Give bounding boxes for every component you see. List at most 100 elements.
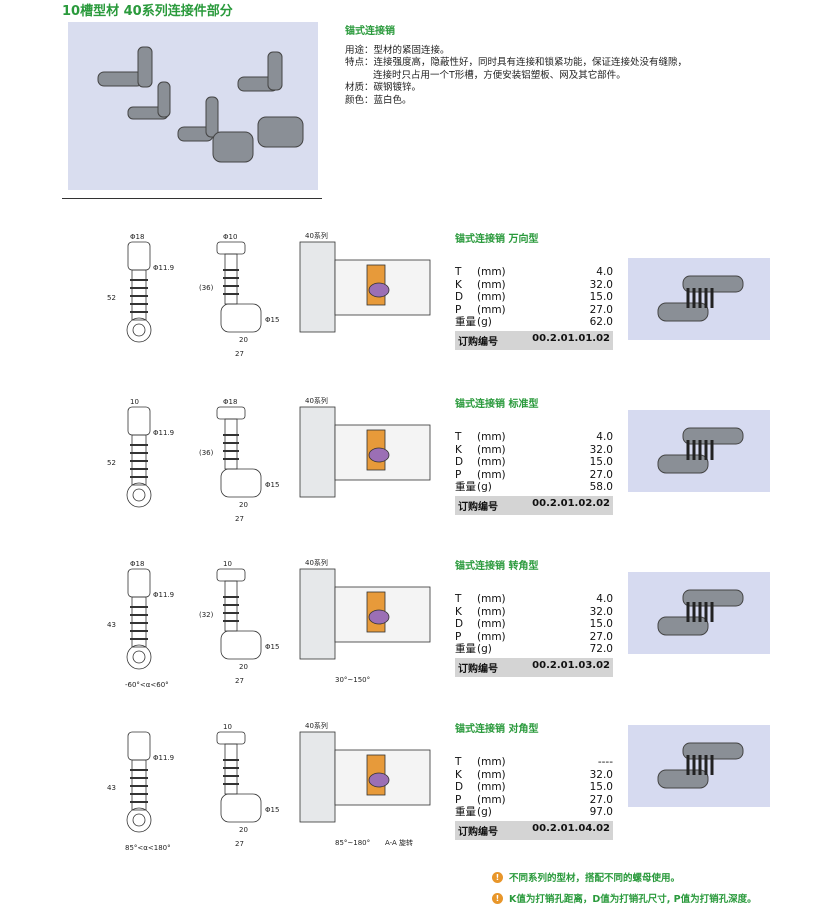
- spec-row: P(mm)27.0: [455, 469, 613, 482]
- side-view-drawing: Φ18 (36) Φ15 20 27: [199, 398, 279, 523]
- front-view-drawing: Φ18 Φ11.9 43 -60°<α<60°: [107, 560, 174, 689]
- note-text: K值为打销孔距离，D值为打销孔尺寸, P值为打销孔深度。: [509, 894, 757, 905]
- product-photo: [628, 410, 770, 492]
- dim-label: 10: [223, 560, 232, 568]
- spec-key: 重量: [455, 806, 476, 818]
- dim-label: Φ18: [130, 233, 144, 241]
- material-text: 材质：碳钢镀锌。: [345, 82, 422, 93]
- spec-unit: (mm): [477, 431, 506, 443]
- spec-value: 4.0: [596, 593, 613, 605]
- product-section: Φ11.9 43 85°<α<180° 10 Φ15 20 27 40系列 85…: [0, 720, 840, 880]
- note-1: !不同系列的型材，搭配不同的螺母使用。: [492, 870, 680, 884]
- spec-value: 62.0: [589, 316, 613, 328]
- spec-value: 15.0: [589, 618, 613, 630]
- spec-key: 重量: [455, 481, 476, 493]
- spec-value: 32.0: [589, 443, 613, 456]
- spec-value: 27.0: [589, 468, 613, 481]
- product-photo: [628, 572, 770, 654]
- spec-key: T: [455, 266, 462, 278]
- dim-label: 52: [107, 294, 116, 302]
- order-number: 00.2.01.02.02: [532, 497, 610, 509]
- dim-label: 27: [235, 840, 244, 848]
- spec-key: T: [455, 593, 462, 605]
- spec-unit: (mm): [477, 593, 506, 605]
- spec-unit: (mm): [477, 630, 506, 643]
- dim-label: 52: [107, 459, 116, 467]
- spec-unit: (mm): [477, 781, 506, 793]
- spec-row: 重量(g) 58.0: [455, 481, 613, 494]
- dim-label: 43: [107, 784, 116, 792]
- spec-value: 4.0: [596, 266, 613, 278]
- note-text: 不同系列的型材，搭配不同的螺母使用。: [509, 873, 681, 884]
- dim-label: (32): [199, 611, 214, 619]
- installation-drawing: 40系列: [299, 231, 431, 333]
- spec-row: 重量(g)72.0: [455, 643, 613, 656]
- spec-key: K: [455, 443, 462, 456]
- angle-label: -60°<α<60°: [125, 681, 169, 689]
- spec-key: 重量: [455, 316, 476, 328]
- usage-text: 用途：型材的紧固连接。: [345, 44, 450, 56]
- spec-key: P: [455, 630, 462, 643]
- dim-label: Φ11.9: [153, 429, 174, 437]
- dim-label: Φ15: [265, 316, 279, 324]
- spec-unit: (g): [477, 806, 492, 818]
- spec-unit: (mm): [477, 605, 506, 618]
- spec-row: K(mm)32.0: [455, 769, 613, 782]
- dim-label: Φ15: [265, 481, 279, 489]
- spec-value: 58.0: [589, 481, 613, 493]
- product-title: 锚式连接销 标准型: [455, 399, 539, 410]
- hero-product-photo: [68, 22, 318, 190]
- series-label: 40系列: [305, 231, 328, 240]
- order-label: 订购编号: [458, 663, 498, 675]
- product-section: 10 Φ11.9 52 Φ18 (36) Φ15 20 27 40系列 锚式连接…: [0, 395, 840, 555]
- note-2: !K值为打销孔距离，D值为打销孔尺寸, P值为打销孔深度。: [492, 891, 757, 905]
- angle-label: 85°<α<180°: [125, 844, 171, 852]
- spec-unit: (mm): [477, 303, 506, 316]
- product-section: Φ18 Φ11.9 52 Φ10 (36) Φ15 20 27 40系列 锚式连…: [0, 230, 840, 390]
- spec-value: 27.0: [589, 630, 613, 643]
- spec-unit: (mm): [477, 618, 506, 630]
- spec-key: P: [455, 303, 462, 316]
- spec-unit: (mm): [477, 443, 506, 456]
- spec-unit: (mm): [477, 266, 506, 278]
- spec-row: T(mm)----: [455, 756, 613, 769]
- connector-pin-render: [657, 742, 744, 789]
- angle-label: 85°~180°: [335, 839, 370, 847]
- spec-row: K (mm) 32.0: [455, 444, 613, 457]
- product-title: 锚式连接销 对角型: [455, 724, 539, 735]
- dim-label: Φ15: [265, 643, 279, 651]
- spec-value: 97.0: [589, 806, 613, 818]
- spec-value: 32.0: [589, 768, 613, 781]
- order-number: 00.2.01.03.02: [532, 659, 610, 671]
- spec-key: D: [455, 781, 464, 793]
- product-description: 锚式连接销 用途：型材的紧固连接。 特点：连接强度高，隐蔽性好，同时具有连接和锁…: [345, 26, 687, 107]
- dim-label: (36): [199, 449, 214, 457]
- spec-row: D(mm)15.0: [455, 781, 613, 794]
- spec-row: P(mm)27.0: [455, 304, 613, 317]
- dim-label: 20: [239, 826, 248, 834]
- spec-unit: (mm): [477, 456, 506, 468]
- spec-value: 72.0: [589, 643, 613, 655]
- spec-row: T (mm) 4.0: [455, 593, 613, 606]
- spec-unit: (g): [477, 481, 492, 493]
- dim-label: 20: [239, 501, 248, 509]
- angle-label: 30°~150°: [335, 676, 370, 684]
- spec-key: T: [455, 756, 462, 768]
- dim-label: Φ11.9: [153, 591, 174, 599]
- spec-row: 重量(g)62.0: [455, 316, 613, 329]
- side-view-drawing: Φ10 (36) Φ15 20 27: [199, 233, 279, 358]
- series-label: 40系列: [305, 721, 328, 730]
- features-text-cont: 连接时只占用一个T形槽，方便安装铝塑板、网及其它部件。: [373, 69, 626, 81]
- dim-label: Φ18: [223, 398, 237, 406]
- spec-unit: (mm): [477, 468, 506, 481]
- series-label: 40系列: [305, 396, 328, 405]
- product-title: 锚式连接销 转角型: [455, 561, 539, 572]
- dim-label: 27: [235, 515, 244, 523]
- page-title: 10槽型材 40系列连接件部分: [62, 4, 233, 19]
- spec-value: 32.0: [589, 605, 613, 618]
- spec-row: D(mm)15.0: [455, 456, 613, 469]
